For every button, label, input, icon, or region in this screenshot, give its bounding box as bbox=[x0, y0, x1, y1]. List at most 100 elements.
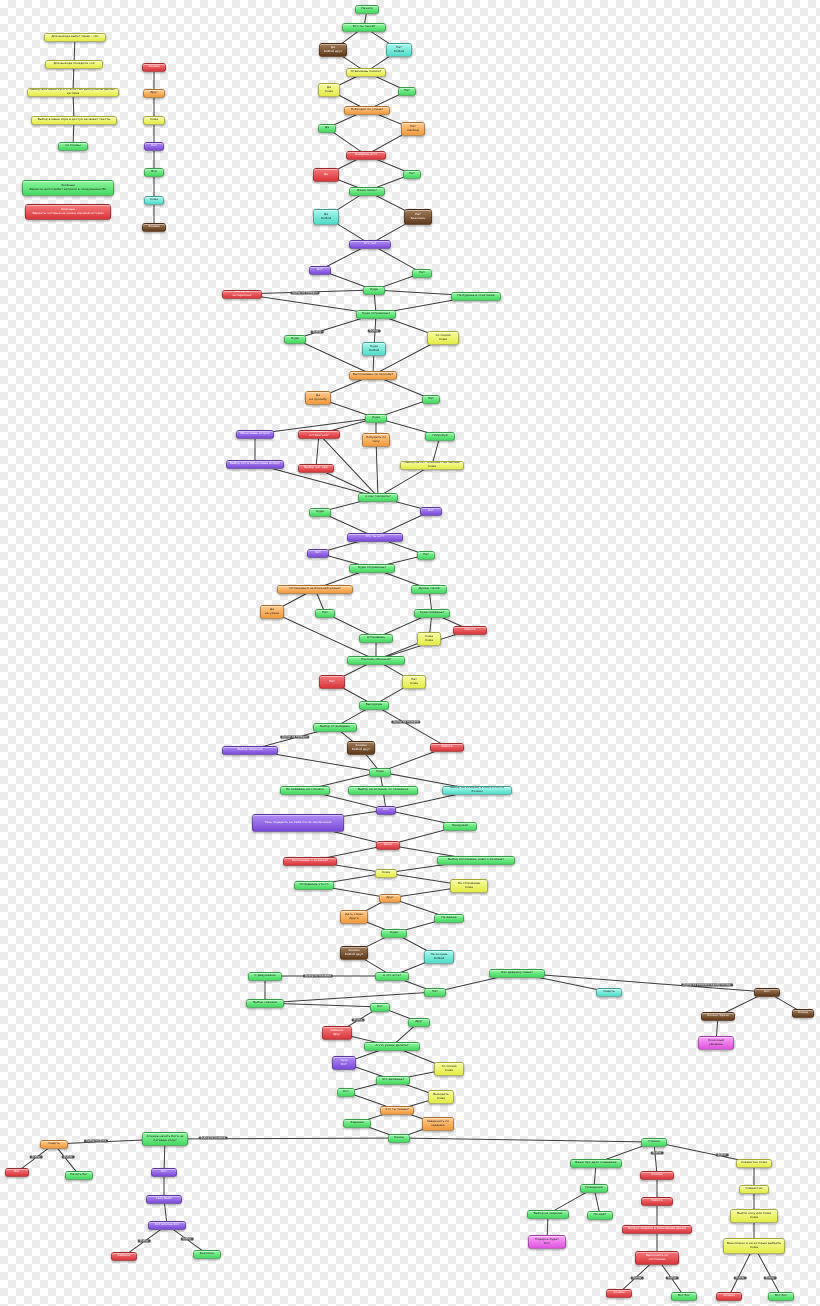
flow-node-n9[interactable]: Да bbox=[318, 123, 336, 133]
flow-node-b5[interactable]: Кот bbox=[151, 1167, 177, 1177]
flow-node-n1[interactable]: Начало bbox=[355, 4, 379, 14]
flow-node-n34[interactable]: Попробуй bbox=[425, 431, 455, 441]
flow-node-n83[interactable]: Нет bbox=[424, 987, 446, 997]
flow-node-n98[interactable]: Выходить Сома bbox=[428, 1090, 454, 1104]
flow-node-n31[interactable]: Объяснишь вопрос bbox=[236, 429, 274, 439]
flow-node-leg-r[interactable]: Хозяин bbox=[142, 62, 166, 72]
flow-node-n95[interactable]: Со Сомой Сома bbox=[434, 1062, 464, 1076]
flow-node-n49[interactable]: Куда пойдёшь? bbox=[414, 608, 450, 618]
flow-node-n8[interactable]: Побродит по улице? bbox=[344, 105, 390, 115]
flow-node-r18[interactable]: Вот Бог bbox=[768, 1291, 794, 1301]
flow-node-r12[interactable]: Подарок будет Кот bbox=[528, 1235, 566, 1249]
flow-node-r11[interactable]: Выйти зону для Сома Сома bbox=[730, 1209, 778, 1223]
flow-node-n92[interactable]: А что учишь делать? bbox=[364, 1041, 420, 1051]
flow-node-n90[interactable]: Друг bbox=[408, 1017, 430, 1027]
flow-node-n14[interactable]: Ваша связь? bbox=[349, 186, 385, 196]
flow-node-n93[interactable]: Конечный увидишь bbox=[698, 1036, 734, 1050]
flow-node-r8[interactable]: Выбор на задание bbox=[527, 1209, 569, 1219]
flow-node-n23[interactable]: Куда отправишь? bbox=[356, 309, 396, 319]
flow-node-n47[interactable]: Да на улице bbox=[260, 605, 284, 619]
flow-node-r7[interactable]: Совместно bbox=[739, 1184, 769, 1194]
flow-node-n20[interactable]: Куда bbox=[363, 285, 385, 295]
flow-node-n4[interactable]: Нет КоФой bbox=[386, 43, 412, 57]
flow-node-n38[interactable]: А как говорить? bbox=[358, 492, 398, 502]
flow-node-n52[interactable]: Сома Сома bbox=[417, 632, 441, 646]
flow-node-n50[interactable]: Работа bbox=[453, 625, 487, 635]
flow-node-n80[interactable]: А что есть? bbox=[375, 971, 409, 981]
flow-node-n64[interactable]: Выбор на хозяина, в ленте и Коте Хозяин bbox=[442, 785, 512, 795]
flow-node-n86[interactable]: Выбор сначала bbox=[246, 998, 284, 1008]
flow-node-r1[interactable]: Страна bbox=[641, 1137, 667, 1147]
flow-node-n13[interactable]: Нет bbox=[403, 169, 421, 179]
flow-node-legend4[interactable]: Выбор в меню игра в доступ не имеет текс… bbox=[31, 115, 117, 125]
flow-node-n5[interactable]: Отвечаешь Сомою? bbox=[346, 67, 386, 77]
flow-node-n41[interactable]: Кто ты кот? bbox=[347, 532, 403, 542]
flow-node-n27[interactable]: Выполняешь ли просьбу? bbox=[349, 370, 397, 380]
flow-node-n26[interactable]: Куда КоФой bbox=[362, 342, 386, 356]
flow-node-b8[interactable]: Ребёнок bbox=[111, 1251, 137, 1261]
flow-node-n54[interactable]: Нет bbox=[319, 675, 345, 689]
flow-node-r6[interactable]: Работа bbox=[641, 1196, 673, 1206]
flow-node-n35[interactable]: Выбор кот в Объяснишь вопрос bbox=[226, 459, 284, 469]
flow-node-n53[interactable]: Наконец обычный? bbox=[347, 655, 405, 665]
flow-node-n61[interactable]: Куда bbox=[369, 767, 391, 777]
flow-node-n18[interactable]: Кот bbox=[309, 265, 331, 275]
flow-node-n33[interactable]: Побудить по телу bbox=[362, 433, 390, 447]
flow-node-n68[interactable]: Клоп bbox=[376, 840, 400, 850]
flow-node-n3[interactable]: Да КоФой друг bbox=[319, 43, 347, 57]
flow-node-leg-b[interactable]: Хозяин bbox=[142, 222, 166, 232]
flow-node-n21[interactable]: Выбор не интересных bbox=[222, 289, 262, 299]
flow-node-r14[interactable]: Ваш можно и на которые выбрать Сома bbox=[723, 1238, 785, 1254]
flow-node-n82[interactable]: Как девушку пишет bbox=[489, 968, 545, 978]
flow-node-n46[interactable]: Думаю сомой bbox=[411, 584, 447, 594]
flow-node-n81[interactable]: С девушками bbox=[248, 971, 282, 981]
flow-node-n11[interactable]: Найдёшь его? bbox=[346, 150, 386, 160]
flow-node-b9[interactable]: Безопасн bbox=[193, 1249, 221, 1259]
flow-node-b7[interactable]: Кот вполне Кот bbox=[148, 1220, 186, 1230]
flow-node-n62[interactable]: Не найдёшь не сломано bbox=[280, 785, 330, 795]
flow-node-n43[interactable]: Нет bbox=[417, 550, 435, 560]
flow-node-n25[interactable]: Со Сомой Сома bbox=[427, 331, 459, 345]
flow-node-n30[interactable]: Куда bbox=[365, 413, 387, 423]
flow-node-n58[interactable]: Хозяин КоФой друг bbox=[347, 741, 375, 755]
flow-node-n101[interactable]: Завершить по заданию bbox=[422, 1117, 454, 1131]
flow-node-n32[interactable]: Разрешите оставаться? bbox=[298, 429, 340, 439]
flow-node-r16[interactable]: Вот Бог bbox=[671, 1291, 697, 1301]
flow-node-legend7[interactable]: Красные Варинты которые не конец игровой… bbox=[25, 204, 111, 220]
flow-node-r13[interactable]: Выполнить по состоянию bbox=[635, 1251, 679, 1265]
flow-node-n67[interactable]: Придумай bbox=[443, 821, 477, 831]
flow-node-r17[interactable]: Хозяин bbox=[716, 1291, 742, 1301]
flow-node-b6[interactable]: Тело Выйт bbox=[146, 1194, 182, 1204]
flow-node-n42[interactable]: Кот bbox=[307, 548, 329, 558]
flow-node-r15[interactable]: Хозяин bbox=[606, 1288, 632, 1298]
flow-node-n78[interactable]: Хозяин КоФой друг bbox=[340, 946, 368, 960]
flow-node-n85[interactable]: Кот bbox=[754, 987, 780, 997]
flow-node-n16[interactable]: Нет Безопасн bbox=[404, 209, 432, 225]
flow-node-n71[interactable]: Сома bbox=[375, 868, 397, 878]
flow-node-n55[interactable]: Нет Сома bbox=[402, 675, 426, 689]
flow-node-n74[interactable]: Друг bbox=[379, 893, 401, 903]
flow-node-r9[interactable]: Не идёт bbox=[587, 1210, 613, 1220]
flow-node-n63[interactable]: Выбор на хозяина, со сломанна bbox=[348, 785, 418, 795]
flow-node-n100[interactable]: Задания bbox=[343, 1118, 371, 1128]
flow-node-n60[interactable]: Работа bbox=[430, 742, 464, 752]
flow-node-r2[interactable]: Ваши про дело очищаешь bbox=[570, 1158, 622, 1168]
flow-node-n69[interactable]: Вспомнишь о хозяине? bbox=[283, 856, 337, 866]
flow-node-leg-t[interactable]: Сома bbox=[144, 195, 164, 205]
flow-node-n59[interactable]: Выбор общения bbox=[222, 745, 278, 755]
flow-node-n22[interactable]: На будешь в сочетание bbox=[451, 291, 501, 301]
flow-node-n97[interactable]: Кот bbox=[337, 1087, 355, 1097]
flow-node-n99[interactable]: Что ты поешь? bbox=[380, 1105, 414, 1115]
flow-node-leg-p[interactable]: Кот bbox=[144, 141, 164, 151]
flow-node-legend2[interactable]: Для выхода посадите «»0 bbox=[45, 59, 103, 69]
flow-node-legend1[interactable]: Для выхода выбут меню - «0» bbox=[44, 32, 106, 42]
flow-node-n15[interactable]: Да КоФой bbox=[313, 209, 339, 225]
flow-node-n76[interactable]: Не даешь bbox=[434, 913, 464, 923]
flow-node-legend6[interactable]: Зелёные Варинты допогдобит ветрики в сле… bbox=[22, 180, 114, 196]
flow-node-n84[interactable]: Смерть bbox=[596, 987, 622, 997]
flow-node-n37[interactable]: Выбор на кот Объяснит на Законы Сома bbox=[400, 460, 464, 470]
flow-node-leg-y[interactable]: Сома bbox=[143, 115, 165, 125]
flow-node-n57[interactable]: Выбор от выйдешь bbox=[313, 722, 357, 732]
flow-node-leg-o[interactable]: Друг bbox=[143, 88, 165, 98]
flow-node-n88[interactable]: Конец bbox=[792, 1008, 814, 1018]
